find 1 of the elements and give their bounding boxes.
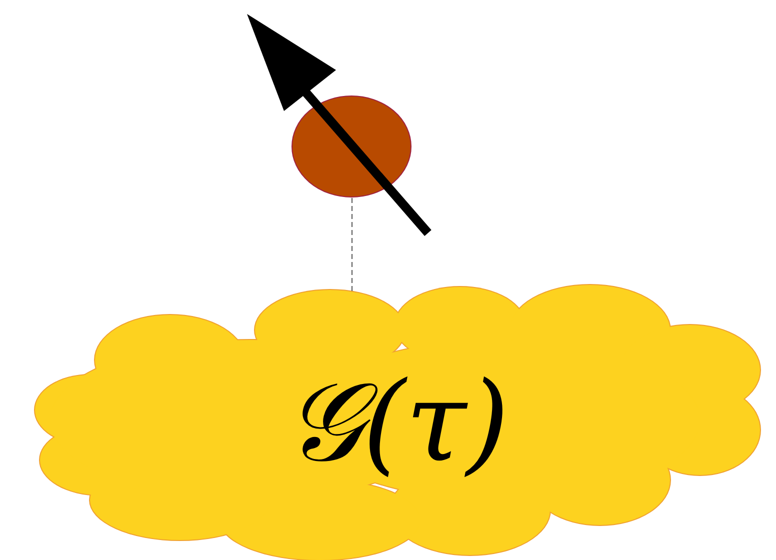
formula-label: 𝒢(τ) [284,367,510,477]
